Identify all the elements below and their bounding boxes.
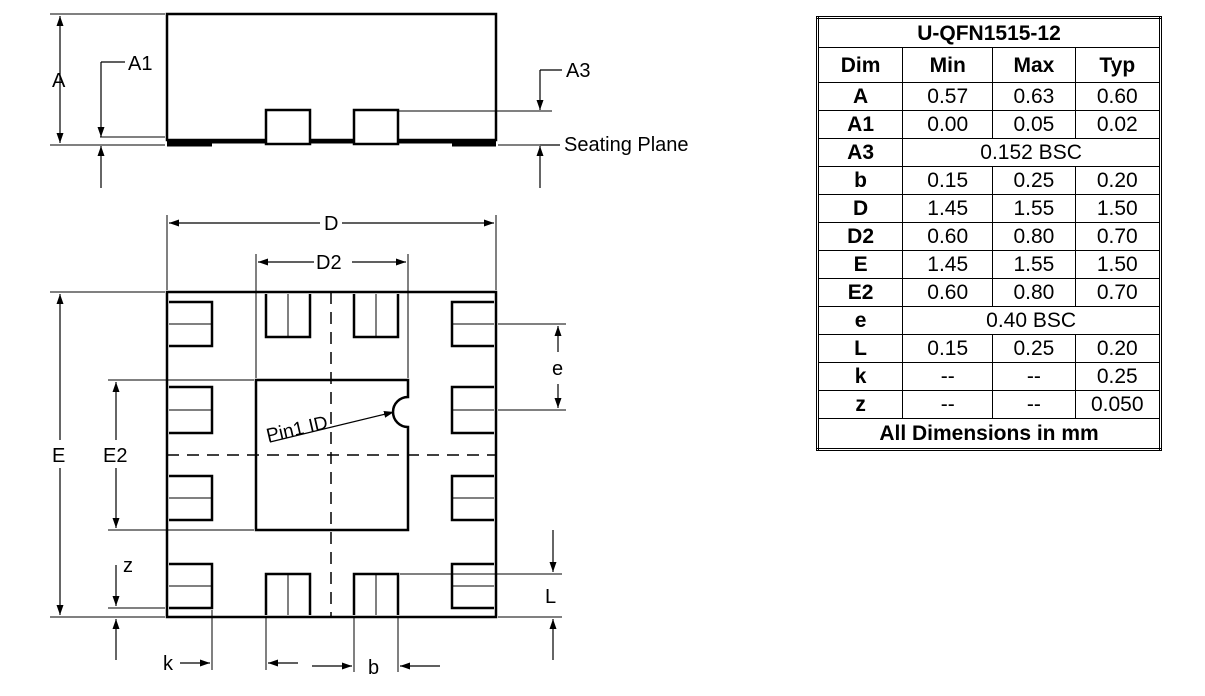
row-typ: 0.20: [1074, 166, 1162, 195]
row-typ: 0.02: [1074, 110, 1162, 139]
table-row: E 1.45 1.55 1.50: [816, 250, 1162, 279]
row-dim: L: [816, 334, 904, 363]
row-dim: A: [816, 82, 904, 111]
row-span-value: 0.152 BSC: [902, 138, 1161, 167]
row-min: 0.15: [902, 166, 994, 195]
row-min: 0.15: [902, 334, 994, 363]
row-dim: D: [816, 194, 904, 223]
row-max: 0.63: [992, 82, 1076, 111]
table-row: A 0.57 0.63 0.60: [816, 82, 1162, 111]
row-typ: 0.25: [1074, 362, 1162, 391]
row-dim: z: [816, 390, 904, 419]
side-view: [50, 12, 562, 188]
row-typ: 0.60: [1074, 82, 1162, 111]
row-max: --: [992, 362, 1076, 391]
table-row: k -- -- 0.25: [816, 362, 1162, 391]
row-max: 0.25: [992, 334, 1076, 363]
table-row: b 0.15 0.25 0.20: [816, 166, 1162, 195]
row-typ: 0.050: [1074, 390, 1162, 419]
header-max: Max: [992, 47, 1076, 83]
row-typ: 1.50: [1074, 194, 1162, 223]
row-dim: e: [816, 306, 904, 335]
row-min: --: [902, 362, 994, 391]
table-row: D2 0.60 0.80 0.70: [816, 222, 1162, 251]
row-dim: A3: [816, 138, 904, 167]
bottom-view: [50, 215, 566, 672]
table-row: e 0.40 BSC: [816, 306, 1161, 335]
row-max: 1.55: [992, 250, 1076, 279]
row-typ: 0.20: [1074, 334, 1162, 363]
header-dim: Dim: [816, 47, 904, 83]
table-title-row: U-QFN1515-12: [817, 17, 1161, 48]
table-row: A1 0.00 0.05 0.02: [816, 110, 1162, 139]
label-pin1-id: Pin1 ID: [264, 412, 329, 446]
label-b: b: [368, 657, 379, 679]
row-dim: b: [816, 166, 904, 195]
label-D2: D2: [316, 252, 342, 274]
dimension-table: U-QFN1515-12 Dim Min Max Typ A 0.57 0.63…: [816, 16, 1162, 451]
table-title: U-QFN1515-12: [817, 17, 1161, 48]
label-E: E: [52, 445, 65, 467]
label-k: k: [163, 653, 174, 675]
row-dim: A1: [816, 110, 904, 139]
row-min: 0.57: [902, 82, 994, 111]
row-max: 0.25: [992, 166, 1076, 195]
package-outline-drawing: A A1 A3 Seating Plane: [50, 12, 689, 679]
row-max: 0.80: [992, 278, 1076, 307]
label-A1: A1: [128, 53, 152, 75]
table-row: D 1.45 1.55 1.50: [816, 194, 1162, 223]
table-row: A3 0.152 BSC: [816, 138, 1161, 167]
row-span-value: 0.40 BSC: [902, 306, 1161, 335]
row-min: --: [902, 390, 994, 419]
label-A: A: [52, 70, 66, 92]
row-dim: E: [816, 250, 904, 279]
row-min: 1.45: [902, 250, 994, 279]
label-L: L: [545, 586, 556, 608]
label-E2: E2: [103, 445, 127, 467]
table-row: L 0.15 0.25 0.20: [816, 334, 1162, 363]
row-dim: D2: [816, 222, 904, 251]
header-typ: Typ: [1074, 47, 1162, 83]
row-max: 1.55: [992, 194, 1076, 223]
label-z: z: [123, 555, 133, 577]
row-max: 0.05: [992, 110, 1076, 139]
row-typ: 1.50: [1074, 250, 1162, 279]
table-row: E2 0.60 0.80 0.70: [816, 278, 1162, 307]
row-min: 0.60: [902, 222, 994, 251]
label-seating-plane: Seating Plane: [564, 134, 689, 156]
row-max: --: [992, 390, 1076, 419]
row-min: 0.00: [902, 110, 994, 139]
row-dim: k: [816, 362, 904, 391]
table-footer-row: All Dimensions in mm: [817, 418, 1161, 450]
header-min: Min: [902, 47, 994, 83]
row-min: 1.45: [902, 194, 994, 223]
row-dim: E2: [816, 278, 904, 307]
table-header-row: Dim Min Max Typ: [816, 47, 1162, 83]
table-footer: All Dimensions in mm: [817, 418, 1161, 450]
row-typ: 0.70: [1074, 278, 1162, 307]
label-A3: A3: [566, 60, 590, 82]
table-row: z -- -- 0.050: [816, 390, 1162, 419]
row-typ: 0.70: [1074, 222, 1162, 251]
label-D: D: [324, 213, 338, 235]
row-max: 0.80: [992, 222, 1076, 251]
label-e: e: [552, 358, 563, 380]
row-min: 0.60: [902, 278, 994, 307]
